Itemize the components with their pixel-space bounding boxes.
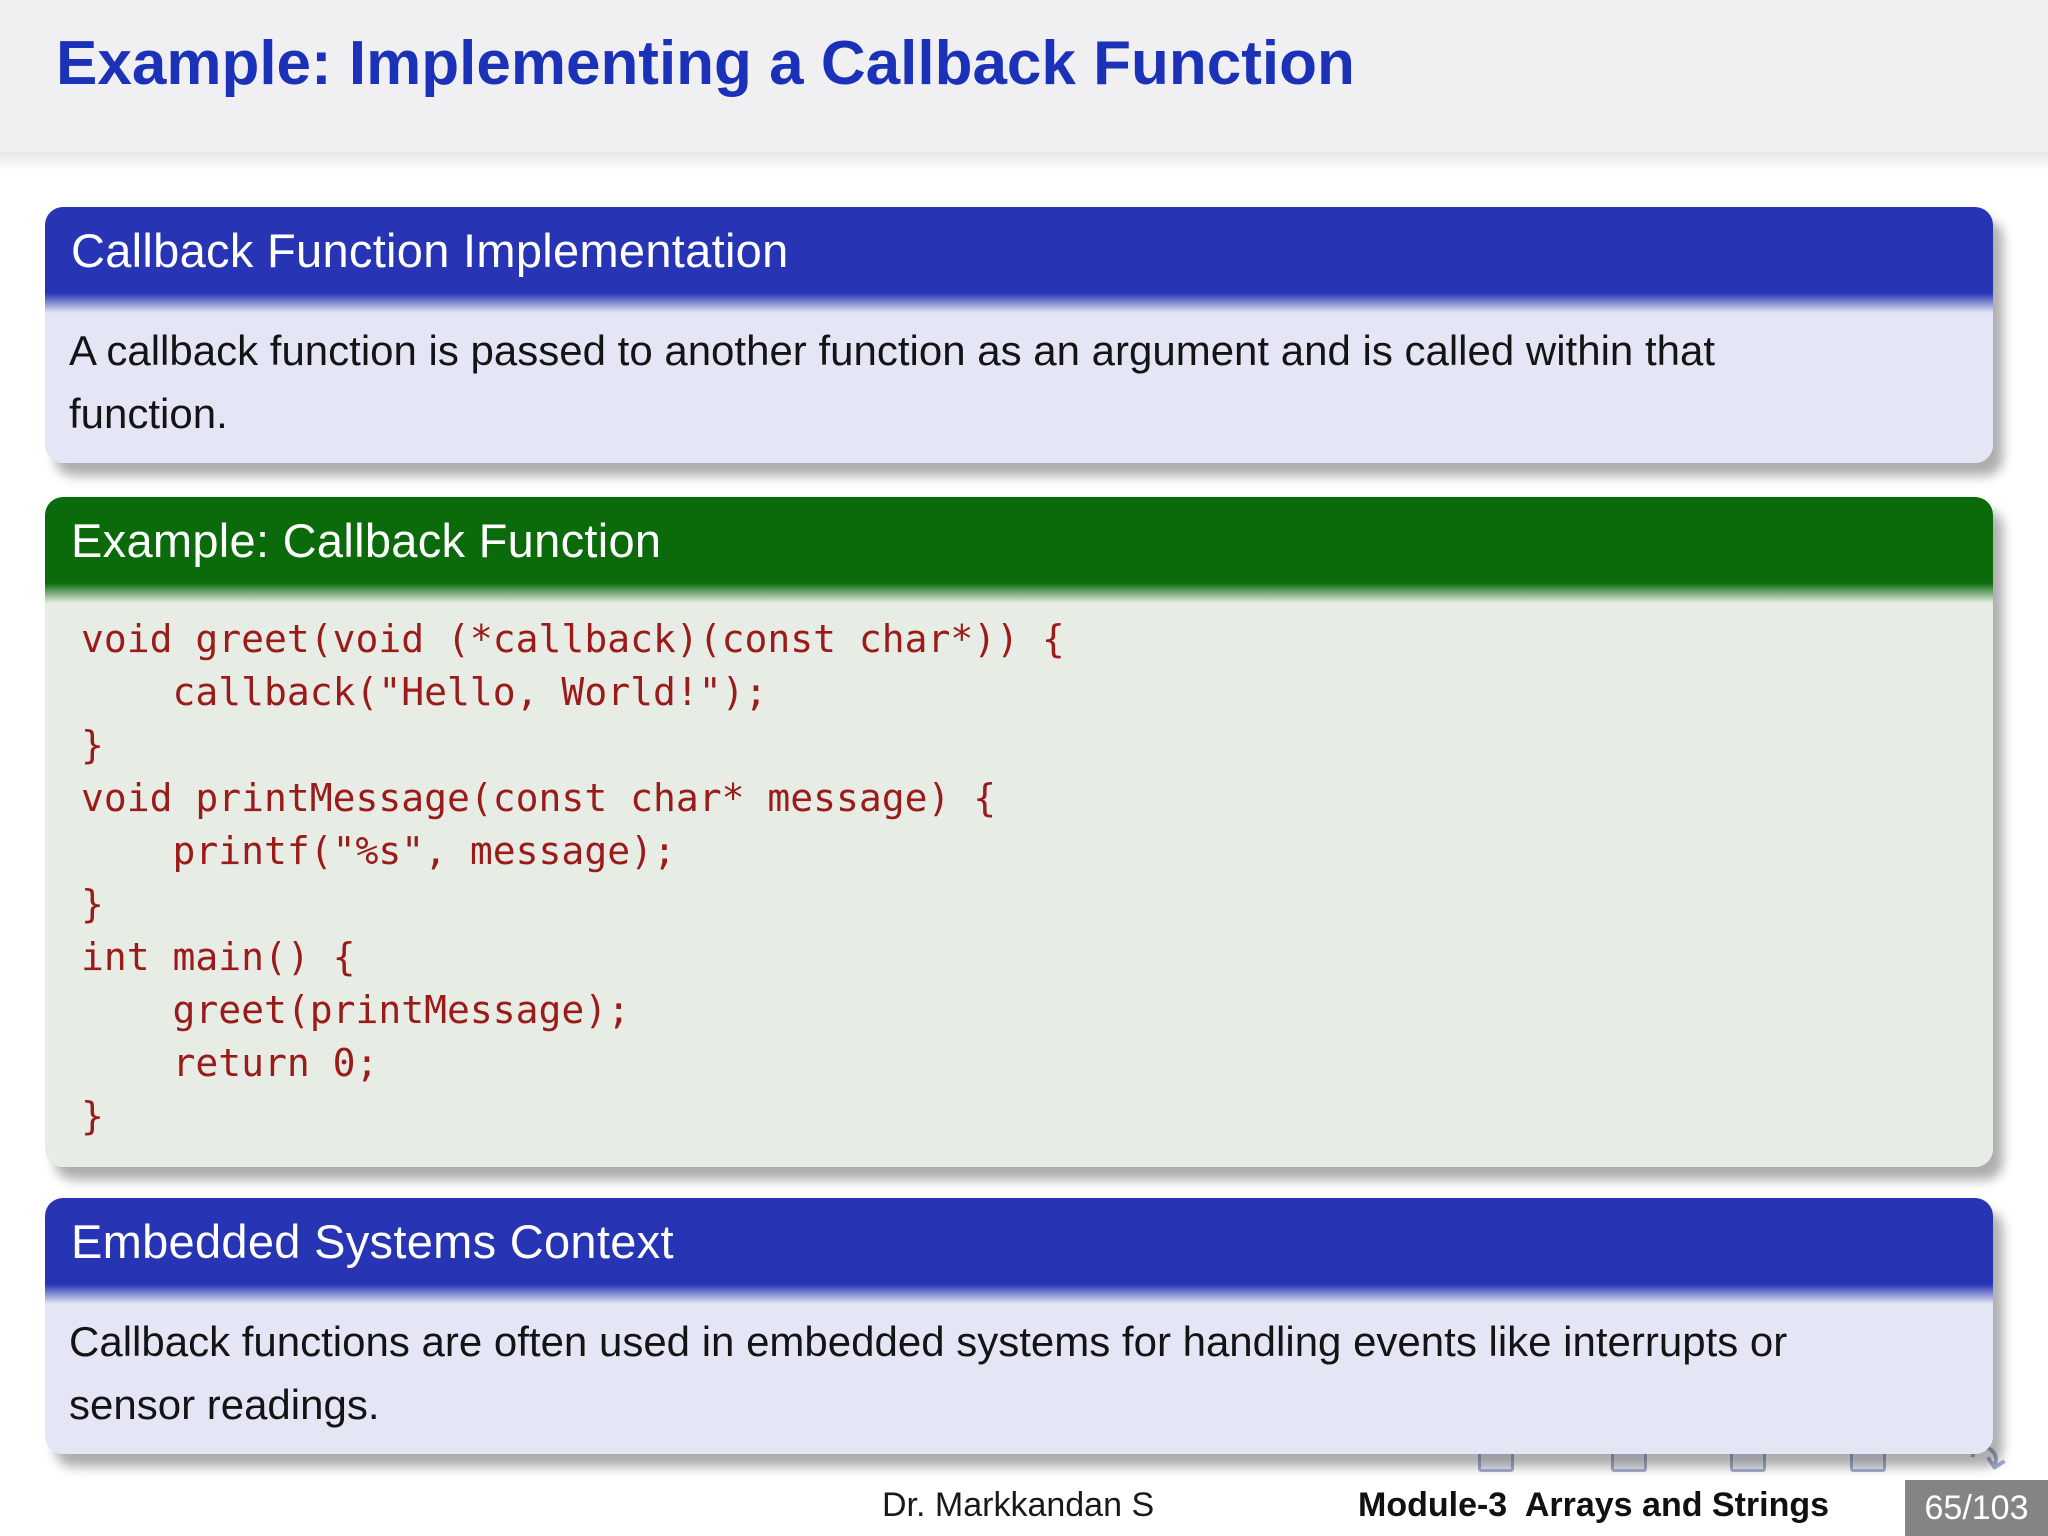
footer-course: Module-3 Arrays and Strings — [1358, 1486, 1830, 1524]
page-number: 65/103 — [1924, 1488, 2029, 1527]
block-embedded-title: Embedded Systems Context — [45, 1198, 1993, 1284]
frame-title: Example: Implementing a Callback Functio… — [56, 29, 1355, 98]
block-text: Callback functions are often used in emb… — [69, 1318, 1788, 1428]
block-callback-implementation: Callback Function Implementation A callb… — [45, 207, 1993, 463]
block-embedded-systems-context: Embedded Systems Context Callback functi… — [45, 1198, 1993, 1454]
block-example-callback-function: Example: Callback Function void greet(vo… — [45, 497, 1993, 1167]
block-embedded-body: Callback functions are often used in emb… — [45, 1304, 1993, 1454]
frame-title-bar: Example: Implementing a Callback Functio… — [0, 0, 2048, 170]
block-callback-implementation-body: A callback function is passed to another… — [45, 313, 1993, 463]
block-title-gradient — [45, 583, 1993, 603]
block-callback-implementation-title: Callback Function Implementation — [45, 207, 1993, 293]
block-example-title: Example: Callback Function — [45, 497, 1993, 583]
footer-author: Dr. Markkandan S — [882, 1486, 1155, 1524]
block-text: A callback function is passed to another… — [69, 327, 1715, 437]
block-example-body: void greet(void (*callback)(const char*)… — [45, 603, 1993, 1167]
page-number-box: 65/103 — [1905, 1480, 2048, 1536]
block-title-gradient — [45, 293, 1993, 313]
block-title-gradient — [45, 1284, 1993, 1304]
code-listing: void greet(void (*callback)(const char*)… — [81, 617, 1065, 1138]
